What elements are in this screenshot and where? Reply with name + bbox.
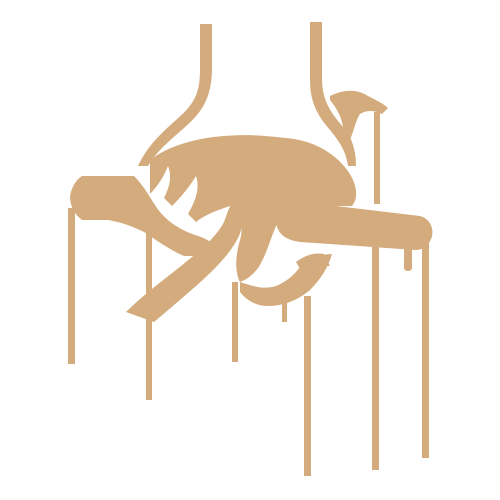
bar-drip-2 <box>422 234 429 458</box>
center-drip-3 <box>282 300 287 322</box>
left-wing-drip <box>68 208 75 364</box>
curl-drip <box>374 112 380 204</box>
left-arm-stroke <box>138 24 212 166</box>
center-drip-2 <box>304 296 311 476</box>
right-hand-bar <box>276 200 433 250</box>
logo-mark <box>68 22 433 476</box>
lower-hand-band <box>126 196 243 322</box>
right-arm-curl <box>330 90 388 140</box>
upper-hand-palm <box>150 135 357 282</box>
knuckle-tab <box>296 253 330 276</box>
bar-drip-3 <box>404 244 412 271</box>
center-drip-1 <box>232 282 238 362</box>
left-hand-wing <box>70 176 220 256</box>
bar-drip-1 <box>372 240 379 470</box>
